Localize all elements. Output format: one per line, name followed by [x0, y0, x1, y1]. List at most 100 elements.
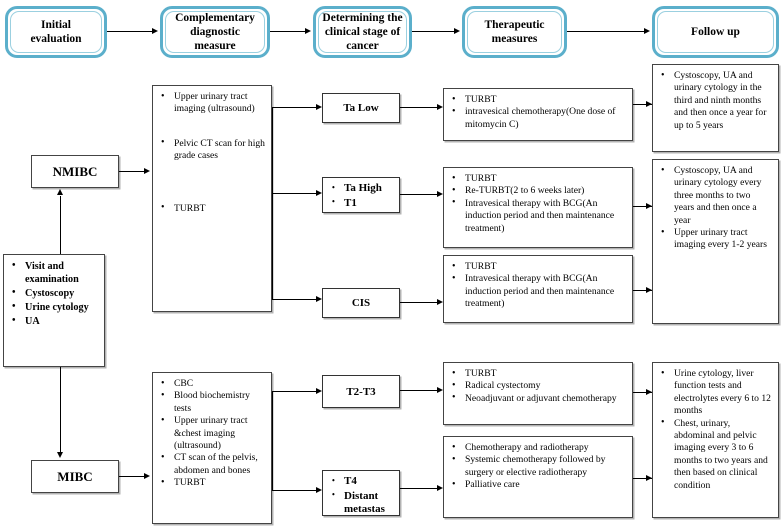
diagnostics-box-nmibc[interactable]: Upper urinary tract imaging (ultrasound)…	[152, 85, 272, 312]
initial-evaluation-box[interactable]: Visit and examination Cystoscopy Urine c…	[3, 254, 105, 367]
list-item: Distant metastas	[326, 489, 396, 517]
connector-therapy-ta-high-to-followup	[633, 206, 652, 208]
arrowhead-initial-to-nmibc	[57, 189, 63, 195]
followup-box-mibc[interactable]: Urine cytology, liver function tests and…	[652, 362, 779, 518]
connector-header-4	[567, 31, 645, 33]
list-item: Urine cytology	[10, 301, 98, 314]
list-item: Upper urinary tract &chest imaging (ultr…	[159, 415, 265, 452]
connector-mibc-to-diagnostics	[119, 476, 145, 478]
stage-box-t4-distant-metastas[interactable]: T4 Distant metastas	[322, 470, 400, 516]
arrowhead-t2-t3-to-therapy	[437, 386, 443, 393]
arrowhead-therapy-ta-low-to-followup	[646, 100, 652, 107]
connector-therapy-t4-to-followup	[633, 478, 652, 480]
branch-label: MIBC	[57, 468, 93, 484]
diagnostics-list-mibc: CBC Blood biochemistry tests Upper urina…	[159, 377, 265, 490]
arrowhead-header-3	[454, 27, 460, 34]
connector-to-ta-high-t1	[272, 193, 317, 195]
followup-list-mibc: Urine cytology, liver function tests and…	[659, 368, 772, 492]
arrowhead-header-1	[152, 27, 158, 34]
connector-initial-to-mibc	[60, 367, 62, 453]
therapy-box-ta-low[interactable]: TURBT intravesical chemotherapy(One dose…	[443, 88, 633, 141]
list-item: Chest, urinary, abdominal and pelvic ima…	[659, 417, 772, 492]
list-item: Radical cystectomy	[450, 380, 626, 393]
connector-t2-t3-to-therapy	[400, 390, 438, 392]
branch-box-nmibc[interactable]: NMIBC	[31, 155, 119, 188]
connector-to-ta-low	[272, 107, 317, 109]
arrowhead-header-2	[305, 27, 311, 34]
arrowhead-to-t2-t3	[316, 387, 322, 394]
therapy-list-t4-distant: Chemotherapy and radiotherapy Systemic c…	[450, 441, 626, 492]
stage-list-t4-distant: T4 Distant metastas	[326, 475, 396, 517]
arrowhead-therapy-cis-to-followup	[646, 286, 652, 293]
header-step-determining-clinical-stage[interactable]: Determining the clinical stage of cancer	[313, 6, 412, 58]
header-step-follow-up[interactable]: Follow up	[652, 6, 779, 58]
followup-box-ta-low[interactable]: Cystoscopy, UA and urinary cytology in t…	[652, 64, 779, 152]
list-item: Intravesical therapy with BCG(An inducti…	[450, 197, 626, 235]
connector-initial-to-nmibc	[60, 196, 62, 254]
connector-cis-to-therapy	[400, 302, 438, 304]
list-item: TURBT	[450, 367, 626, 380]
arrowhead-ta-low-to-therapy	[437, 103, 443, 110]
stage-box-ta-high-t1[interactable]: Ta High T1	[322, 177, 400, 213]
list-item: Ta High	[326, 182, 396, 196]
stage-box-cis[interactable]: CIS	[322, 288, 400, 318]
connector-therapy-ta-low-to-followup	[633, 104, 652, 106]
list-item: CT scan of the pelvis, abdomen and bones	[159, 452, 265, 477]
header-step-complementary-diagnostic-measure[interactable]: Complementary diagnostic measure	[160, 6, 270, 58]
diagnostics-box-mibc[interactable]: CBC Blood biochemistry tests Upper urina…	[152, 372, 272, 524]
arrowhead-ta-high-t1-to-therapy	[437, 190, 443, 197]
header-step-label: Initial evaluation	[10, 11, 102, 53]
connector-header-3	[412, 31, 455, 33]
list-item: Systemic chemotherapy followed by surger…	[450, 454, 626, 479]
list-item: Palliative care	[450, 479, 626, 492]
header-step-initial-evaluation[interactable]: Initial evaluation	[5, 6, 107, 58]
connector-bus-nmibc-stages	[272, 107, 274, 300]
stage-label: Ta Low	[343, 102, 379, 114]
list-item: Cystoscopy, UA and urinary cytology ever…	[659, 164, 772, 227]
branch-label: NMIBC	[52, 163, 98, 179]
connector-bus-mibc-stages	[272, 391, 274, 491]
list-item: Upper urinary tract imaging (ultrasound)	[159, 91, 265, 116]
branch-box-mibc[interactable]: MIBC	[31, 460, 119, 493]
header-step-label: Follow up	[657, 11, 774, 53]
list-item: TURBT	[159, 202, 265, 215]
initial-evaluation-list: Visit and examination Cystoscopy Urine c…	[10, 260, 98, 328]
list-item: CBC	[159, 377, 265, 390]
list-item: T1	[326, 196, 396, 211]
stage-list-ta-high-t1: Ta High T1	[326, 182, 396, 210]
list-item: Chemotherapy and radiotherapy	[450, 441, 626, 454]
arrowhead-nmibc-to-diagnostics	[144, 167, 150, 174]
therapy-list-ta-low: TURBT intravesical chemotherapy(One dose…	[450, 93, 626, 131]
arrowhead-header-4	[644, 27, 650, 34]
therapy-box-ta-high-t1[interactable]: TURBT Re-TURBT(2 to 6 weeks later) Intra…	[443, 167, 633, 248]
arrowhead-initial-to-mibc	[57, 452, 63, 458]
list-item: Re-TURBT(2 to 6 weeks later)	[450, 185, 626, 198]
header-step-therapeutic-measures[interactable]: Therapeutic measures	[462, 6, 567, 58]
connector-to-t4-distant	[272, 490, 317, 492]
stage-box-t2-t3[interactable]: T2-T3	[322, 375, 400, 408]
arrowhead-cis-to-therapy	[437, 298, 443, 305]
connector-ta-high-t1-to-therapy	[400, 194, 438, 196]
therapy-box-t4-distant[interactable]: Chemotherapy and radiotherapy Systemic c…	[443, 436, 633, 518]
diagnostics-list-nmibc: Upper urinary tract imaging (ultrasound)…	[159, 91, 265, 215]
connector-header-1	[107, 31, 153, 33]
followup-box-high-risk[interactable]: Cystoscopy, UA and urinary cytology ever…	[652, 159, 779, 324]
arrowhead-therapy-t2-t3-to-followup	[646, 388, 652, 395]
list-item: UA	[10, 315, 98, 328]
stage-label: CIS	[351, 297, 371, 309]
therapy-list-ta-high-t1: TURBT Re-TURBT(2 to 6 weeks later) Intra…	[450, 172, 626, 235]
list-item: Cystoscopy	[10, 287, 98, 300]
followup-list-ta-low: Cystoscopy, UA and urinary cytology in t…	[659, 69, 772, 132]
stage-box-ta-low[interactable]: Ta Low	[322, 93, 400, 123]
header-step-label: Therapeutic measures	[467, 11, 562, 53]
stage-label: T2-T3	[346, 385, 376, 398]
arrowhead-to-ta-high-t1	[316, 189, 322, 196]
therapy-box-cis[interactable]: TURBT Intravesical therapy with BCG(An i…	[443, 255, 633, 323]
list-item: TURBT	[450, 93, 626, 106]
list-item: TURBT	[450, 260, 626, 273]
list-item: Visit and examination	[10, 260, 98, 286]
therapy-list-t2-t3: TURBT Radical cystectomy Neoadjuvant or …	[450, 367, 626, 405]
therapy-box-t2-t3[interactable]: TURBT Radical cystectomy Neoadjuvant or …	[443, 362, 633, 425]
list-item: Pelvic CT scan for high grade cases	[159, 137, 265, 163]
